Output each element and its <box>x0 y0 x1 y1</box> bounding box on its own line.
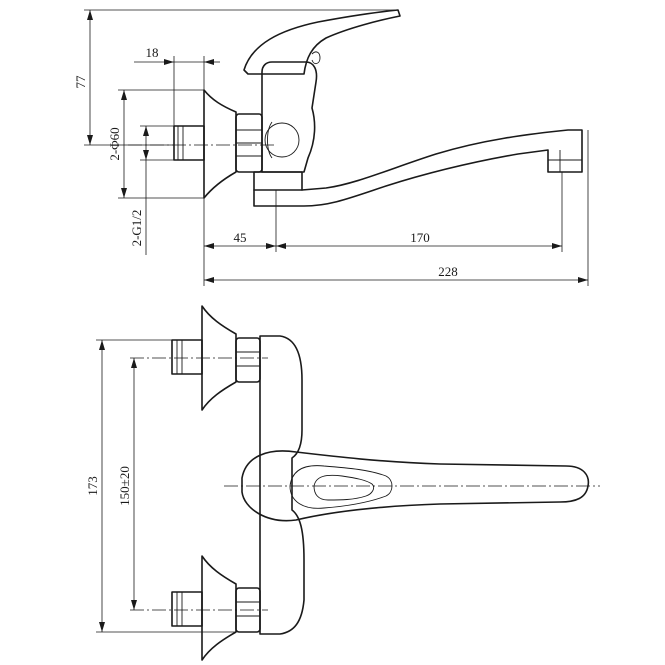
dim-thread: 2-G1/2 <box>129 210 144 247</box>
side-flange <box>203 89 237 199</box>
side-spout-base <box>253 171 303 191</box>
dim-inlet-offset: 18 <box>146 45 159 60</box>
side-inlet-pipe <box>173 125 205 161</box>
side-spout <box>253 129 583 207</box>
side-lever-handle <box>243 9 401 75</box>
top-body <box>259 335 305 635</box>
side-view <box>128 9 583 207</box>
dim-overall-height: 77 <box>73 75 88 89</box>
dim-overall-width: 173 <box>85 476 100 496</box>
side-dimensions: 77 18 2-Φ60 2-G1/2 45 170 <box>73 9 589 286</box>
side-body <box>261 61 318 173</box>
dim-inlet-depth: 45 <box>234 230 247 245</box>
top-dimensions: 173 150±20 <box>85 339 236 633</box>
dim-inlet-spacing: 150±20 <box>117 466 132 506</box>
top-lever-slot <box>289 465 393 509</box>
top-lower-inlet <box>171 555 261 661</box>
dim-spout-reach: 170 <box>410 230 430 245</box>
top-view <box>130 305 600 661</box>
dim-flange-dia: 2-Φ60 <box>107 127 122 160</box>
dim-total-length: 228 <box>438 264 458 279</box>
side-hex-nut <box>235 113 263 173</box>
